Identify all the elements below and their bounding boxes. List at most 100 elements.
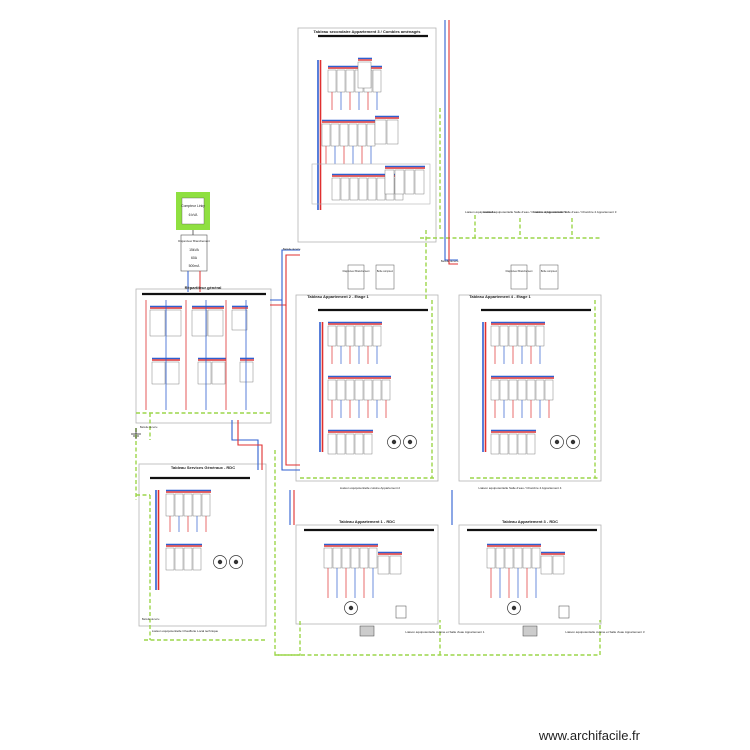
breaker-module <box>345 69 355 93</box>
title-general: Répartiteur général <box>185 285 222 290</box>
socket-pin-icon <box>348 605 354 611</box>
main-breaker-current: 60A <box>191 256 198 260</box>
breaker-module <box>345 433 355 455</box>
breaker-module <box>495 547 505 569</box>
breaker-module <box>201 493 211 517</box>
meter-assembly: Compteur Linky 6 kVA Disjoncteur Branche… <box>176 192 210 292</box>
main-breaker-box <box>180 234 208 272</box>
breaker-module <box>404 169 415 195</box>
title-combles: Tableau secondaire Appartement 3 / Combl… <box>314 29 422 34</box>
appliance-icon <box>522 625 538 637</box>
panel-titles: Tableau secondaire Appartement 3 / Combl… <box>171 29 558 524</box>
breaker-module <box>526 433 536 455</box>
breaker-module <box>504 547 514 569</box>
breaker-module <box>372 69 382 93</box>
breaker-module <box>191 309 208 337</box>
breaker-module <box>490 379 500 401</box>
title-services: Tableau Services Généraux - RDC <box>171 465 235 470</box>
meter-box-label-app2: Boîte compteur <box>377 270 393 273</box>
note-combles-right: Liaison équipotentielle Salle d'eau / Ch… <box>534 210 617 214</box>
title-rdc-app1: Tableau Appartement 1 - RDC <box>339 519 395 524</box>
breaker-module <box>374 119 387 145</box>
breaker-module <box>357 61 372 89</box>
breaker-module <box>321 123 331 147</box>
meter-label: Compteur Linky <box>181 204 205 208</box>
note-rdc-app1: Liaison équipotentielle cuisine et Salle… <box>405 630 484 634</box>
breaker-module <box>367 177 377 201</box>
frame-etage1-app2 <box>295 294 439 482</box>
breaker-module <box>149 309 166 337</box>
watermark: www.archifacile.fr <box>538 728 640 743</box>
breaker-module <box>331 177 341 201</box>
breaker-module <box>540 555 553 575</box>
breaker-module <box>174 547 184 571</box>
breaker-module <box>376 177 386 201</box>
breaker-module <box>165 361 180 385</box>
breaker-module <box>211 361 226 385</box>
breaker-module <box>239 361 254 383</box>
breaker-module <box>197 361 212 385</box>
breaker-module <box>339 123 349 147</box>
breaker-module <box>535 325 545 347</box>
breaker-module <box>354 379 364 401</box>
breaker-module <box>354 325 364 347</box>
socket-pin-icon <box>570 439 576 445</box>
breaker-module <box>535 379 545 401</box>
generated-schematic <box>142 34 597 637</box>
breaker-module <box>389 555 402 575</box>
breaker-module <box>368 547 378 569</box>
earth-label-etage1: Barrette de terre <box>441 260 459 263</box>
breaker-module <box>345 379 355 401</box>
combles-sub-frame <box>311 163 431 205</box>
breaker-module <box>508 379 518 401</box>
breaker-module <box>340 177 350 201</box>
breaker-module <box>327 433 337 455</box>
breaker-module <box>517 325 527 347</box>
breaker-module <box>183 547 193 571</box>
frame-rdc-app3 <box>458 524 602 625</box>
breaker-module <box>486 547 496 569</box>
meter-box-label-app4: Boîte compteur <box>541 270 557 273</box>
breaker-module <box>354 433 364 455</box>
breaker-module <box>513 547 523 569</box>
breaker-module <box>384 169 395 195</box>
frame-etage1-app4 <box>458 294 602 482</box>
breaker-module <box>414 169 425 195</box>
main-breaker-title: Disjoncteur Branchement <box>178 239 210 243</box>
breaker-module <box>363 433 373 455</box>
breaker-module <box>526 325 536 347</box>
breaker-module <box>192 493 202 517</box>
note-rdc-app3: Liaison équipotentielle cuisine et Salle… <box>565 630 644 634</box>
breaker-module <box>366 123 376 147</box>
earth-symbols <box>131 428 141 439</box>
breaker-module <box>348 123 358 147</box>
breaker-module <box>183 493 193 517</box>
breaker-module <box>372 379 382 401</box>
breaker-module <box>336 325 346 347</box>
breaker-module <box>341 547 351 569</box>
breaker-module <box>151 361 166 385</box>
breaker-module <box>499 379 509 401</box>
breaker-module <box>394 169 405 195</box>
breaker-module <box>192 547 202 571</box>
title-rdc-app3: Tableau Appartement 3 - RDC <box>502 519 558 524</box>
breaker-module <box>531 547 541 569</box>
socket-pin-icon <box>233 559 239 565</box>
earth-network <box>135 108 601 656</box>
feeder-cables <box>231 20 458 525</box>
breaker-module <box>508 325 518 347</box>
panel-frames <box>135 27 602 627</box>
breaker-module <box>332 547 342 569</box>
note-etage1-app2: Liaison équipotentielle cuisine Appartem… <box>340 486 401 490</box>
breaker-module <box>165 547 175 571</box>
earth-label-combles: Barrette de terre <box>283 248 301 251</box>
breaker-module <box>350 547 360 569</box>
meter-box-app4 <box>539 264 559 290</box>
sub-breaker-app2 <box>347 264 365 290</box>
breaker-module <box>174 493 184 517</box>
sub-breakers <box>347 264 559 290</box>
meter-power: 6 kVA <box>189 213 199 217</box>
breaker-module <box>508 433 518 455</box>
earth-label-services: Barrette de terre <box>142 618 160 621</box>
